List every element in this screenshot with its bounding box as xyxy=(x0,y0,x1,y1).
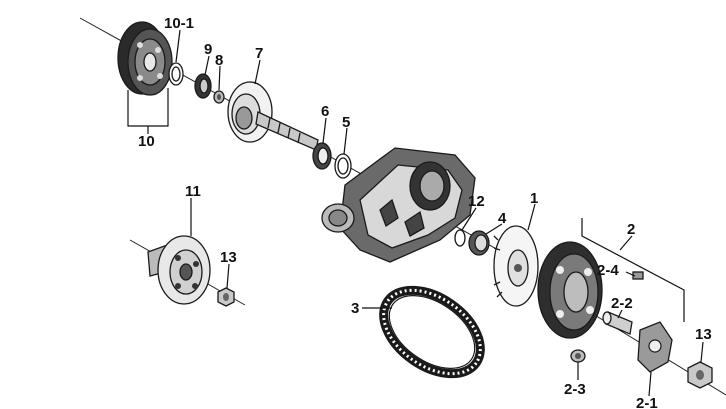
label-10: 10 xyxy=(138,133,155,150)
label-13-right: 13 xyxy=(695,326,712,343)
label-10-1: 10-1 xyxy=(164,15,194,32)
part-10-1-washer xyxy=(168,62,184,86)
part-2-2-collar xyxy=(602,311,633,335)
label-9: 9 xyxy=(204,41,212,58)
part-6-bearing xyxy=(312,142,332,170)
part-3-drive-belt xyxy=(379,285,485,379)
label-6: 6 xyxy=(321,103,329,120)
part-2-1-ramp-plate xyxy=(637,321,673,373)
label-8: 8 xyxy=(215,52,223,69)
part-11-pulley xyxy=(147,235,211,305)
label-11: 11 xyxy=(185,183,201,200)
label-1: 1 xyxy=(530,190,538,207)
leader-lines xyxy=(127,29,704,397)
label-5: 5 xyxy=(342,114,350,131)
label-2-4: 2-4 xyxy=(597,262,619,279)
label-2: 2 xyxy=(627,221,635,238)
label-12: 12 xyxy=(468,193,485,210)
part-5-seal xyxy=(334,153,352,179)
label-4: 4 xyxy=(498,210,507,227)
part-2-movable-drive-face xyxy=(537,241,603,339)
part-12-o-ring xyxy=(454,229,466,247)
part-2-3-roller-weight xyxy=(570,349,586,363)
label-13-left: 13 xyxy=(220,249,237,266)
transmission-case-housing xyxy=(321,147,476,263)
part-9-oil-seal xyxy=(194,73,212,99)
label-7: 7 xyxy=(255,45,263,62)
part-13-nut-right xyxy=(687,361,713,389)
label-2-2: 2-2 xyxy=(611,295,633,312)
part-7-drive-shaft-assembly xyxy=(227,81,319,151)
part-8-nut xyxy=(213,90,225,104)
part-4-bearing xyxy=(468,230,490,256)
label-2-3: 2-3 xyxy=(564,381,586,398)
part-number-labels: 10-1 9 8 7 6 5 10 11 13 12 4 1 2 2-4 2-2… xyxy=(138,15,712,409)
label-3: 3 xyxy=(351,300,359,317)
part-10-clutch-drum xyxy=(117,21,173,96)
part-1-drive-face xyxy=(493,225,539,307)
label-2-1: 2-1 xyxy=(636,395,658,409)
part-13-nut-left xyxy=(217,287,235,307)
